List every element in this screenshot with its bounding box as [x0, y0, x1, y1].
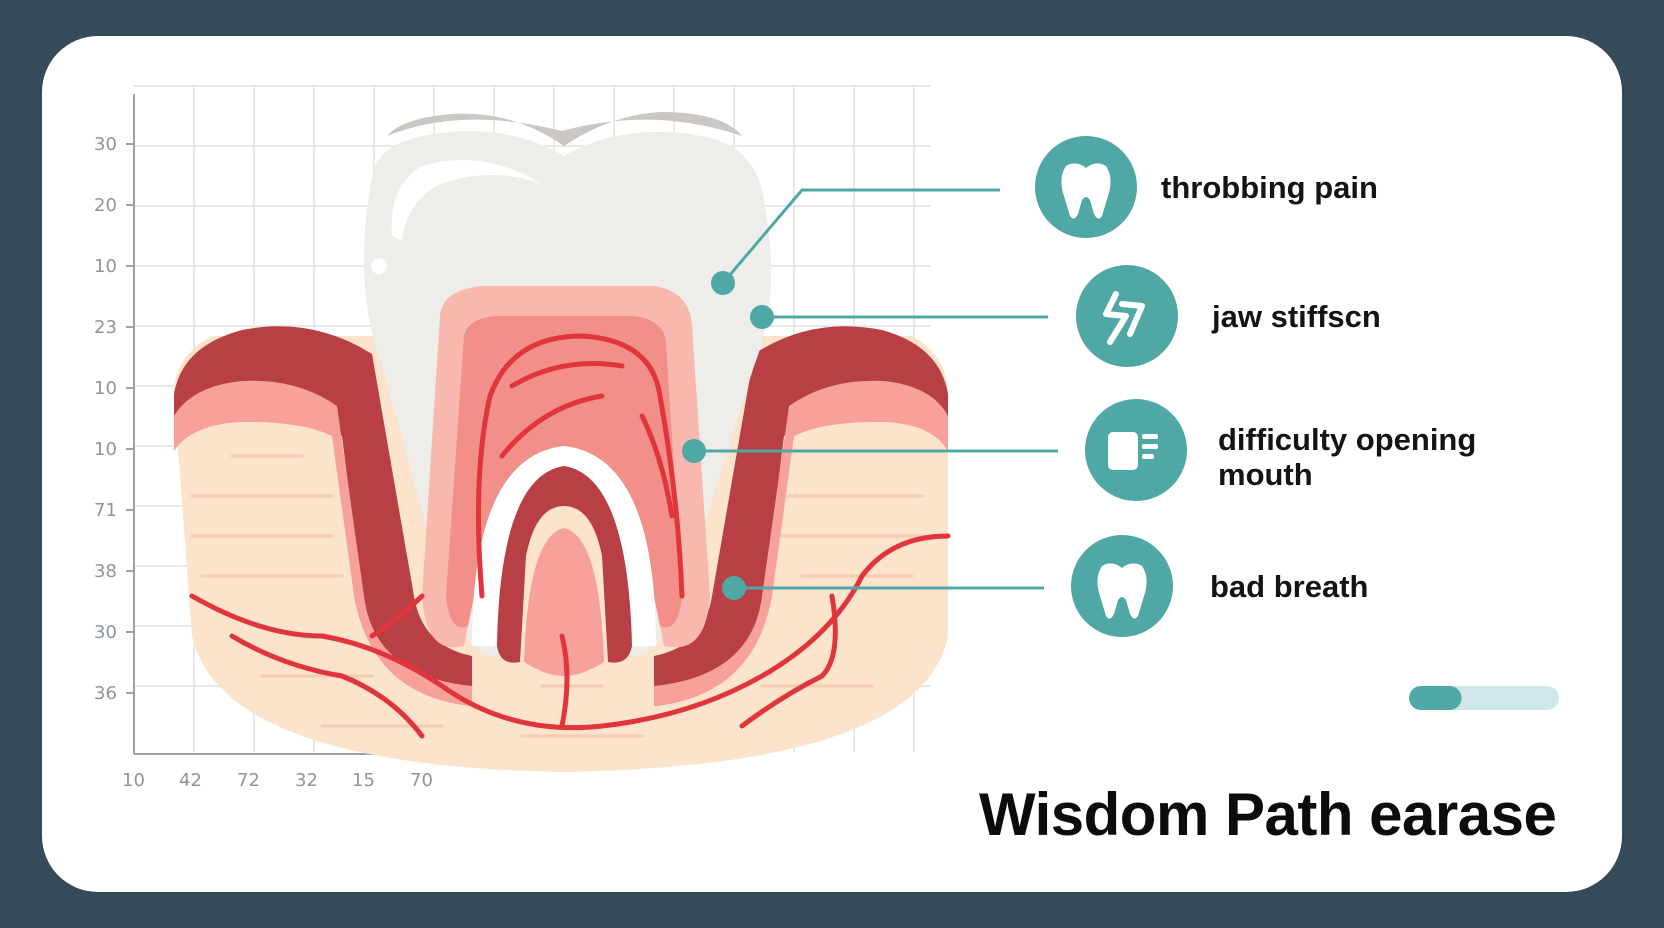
symptom-label-jaw-stiffness: jaw stiffscn — [1212, 299, 1381, 334]
symptom-label-throbbing-pain: throbbing pain — [1161, 170, 1378, 205]
y-tick-label: 10 — [94, 439, 117, 460]
x-tick-label: 70 — [410, 770, 433, 791]
symptom-icon-difficulty-opening — [1085, 399, 1187, 501]
y-tick-label: 38 — [94, 561, 117, 582]
gum-left-dark — [174, 326, 472, 706]
x-tick-label: 42 — [179, 770, 202, 791]
page-title: Wisdom Path earase — [979, 781, 1557, 848]
x-tick-label: 72 — [237, 770, 260, 791]
tooth-crown-shadow — [387, 112, 742, 146]
symptom-icon-bad-breath — [1071, 535, 1173, 637]
tooth-diagram: 30 20 10 23 10 10 71 38 30 36 10 42 72 3… — [94, 85, 1559, 791]
gum-right-pink — [654, 380, 948, 706]
leader-dots — [682, 271, 774, 600]
bone-texture — [190, 454, 924, 738]
symptom-icon-throbbing-pain — [1035, 136, 1137, 238]
tooth-icon — [1061, 163, 1111, 219]
y-tick-label: 30 — [94, 622, 117, 643]
x-tick-label: 15 — [352, 770, 375, 791]
open-mouth-icon — [1108, 432, 1158, 470]
zigzag-icon — [1103, 291, 1145, 345]
x-tick-label: 10 — [122, 770, 145, 791]
tooth-crown-highlight — [391, 160, 542, 241]
infographic-card: 30 20 10 23 10 10 71 38 30 36 10 42 72 3… — [42, 36, 1622, 892]
nerve-vessels — [189, 333, 951, 739]
gum-right-dark — [654, 326, 948, 706]
symptom-icon-jaw-stiffness — [1076, 265, 1178, 367]
y-tick-label: 10 — [94, 378, 117, 399]
leader-lines — [694, 188, 1058, 590]
symptom-label-mouth: mouth — [1218, 457, 1313, 492]
tooth-highlight-dot — [371, 258, 387, 274]
tooth-icon — [1097, 563, 1147, 619]
progress-bar — [1409, 686, 1559, 710]
x-tick-label: 32 — [295, 770, 318, 791]
progress-fill — [1409, 686, 1462, 710]
y-tick-label: 10 — [94, 256, 117, 277]
y-tick-label: 20 — [94, 195, 117, 216]
symptom-label-bad-breath: bad breath — [1210, 569, 1369, 604]
root-canal-white — [472, 446, 656, 646]
y-tick-label: 23 — [94, 317, 117, 338]
symptom-label-difficulty-opening: difficulty opening — [1218, 422, 1477, 457]
root-dark — [497, 466, 632, 663]
gum-left-pink — [174, 380, 472, 706]
y-tick-label: 71 — [94, 500, 117, 521]
y-tick-label: 30 — [94, 134, 117, 155]
root-core — [524, 528, 604, 676]
y-tick-label: 36 — [94, 683, 117, 704]
